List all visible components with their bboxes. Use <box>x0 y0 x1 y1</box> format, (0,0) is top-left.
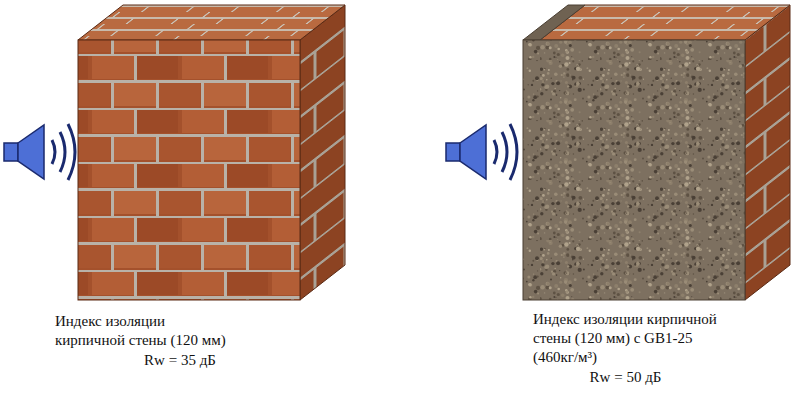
caption-text: Индекс изоляции кирпичной стены (120 мм) <box>55 312 230 350</box>
insulation-index: Rw = 35 дБ <box>55 351 305 370</box>
coated-brick-wall <box>523 5 790 300</box>
insulation-index: Rw = 50 дБ <box>533 368 718 387</box>
speaker-icon <box>446 124 517 180</box>
caption-text: Индекс изоляции кирпичной стены (120 мм)… <box>533 310 718 367</box>
speaker-icon <box>4 124 75 180</box>
brick-wall <box>78 5 345 300</box>
